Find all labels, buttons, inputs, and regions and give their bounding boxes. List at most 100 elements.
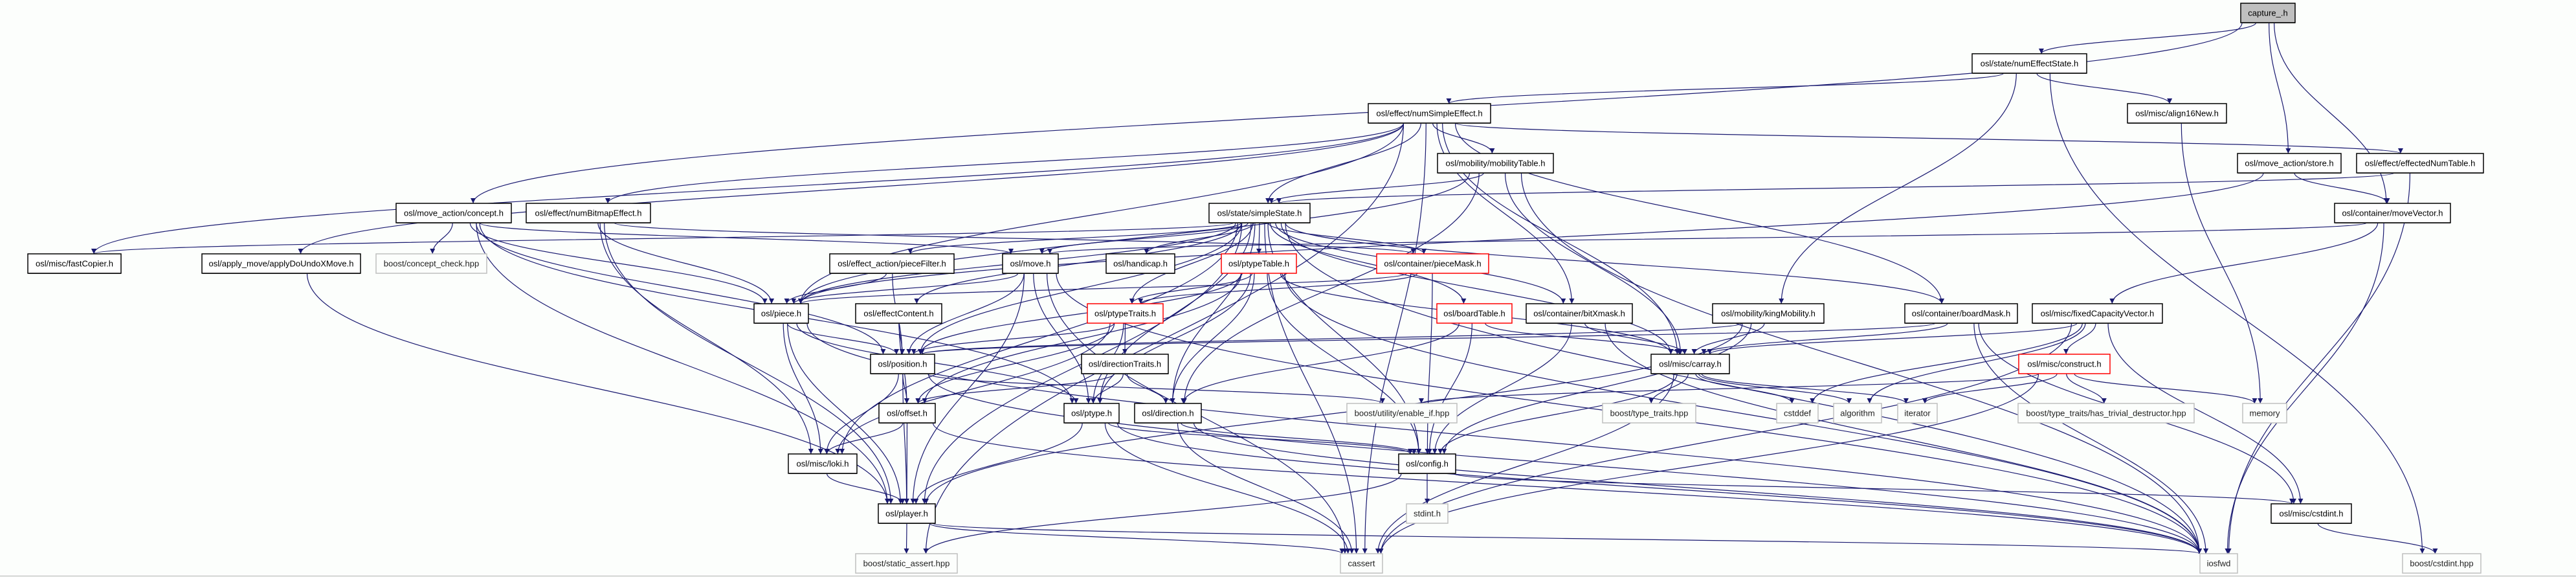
edge-boardTable-to-carray	[1485, 322, 1682, 355]
edge-fixedCapacityVector-to-cstddef	[1810, 322, 2083, 404]
edge-boardTable-to-config	[1427, 322, 1472, 455]
node-boardTable[interactable]: osl/boardTable.h	[1436, 303, 1513, 324]
node-piece[interactable]: osl/piece.h	[753, 303, 809, 324]
node-label: osl/misc/loki.h	[797, 459, 849, 469]
node-label: osl/ptypeTraits.h	[1094, 309, 1156, 319]
node-box	[1436, 303, 1513, 324]
node-label: osl/misc/fastCopier.h	[36, 259, 113, 269]
node-boardMask[interactable]: osl/container/boardMask.h	[1904, 303, 2018, 324]
edge-move-to-piece	[791, 273, 1019, 304]
node-ptypeTable[interactable]: osl/ptypeTable.h	[1221, 253, 1297, 274]
node-offset[interactable]: osl/offset.h	[878, 403, 936, 424]
node-align16New[interactable]: osl/misc/align16New.h	[2127, 103, 2227, 124]
edge-carray-to-algorithm	[1698, 373, 1852, 404]
edge-ptype-to-iosfwd	[1116, 422, 2202, 554]
node-construct[interactable]: osl/misc/construct.h	[2018, 354, 2111, 374]
node-effectContent[interactable]: osl/effectContent.h	[855, 303, 942, 324]
node-label: osl/move_action/store.h	[2245, 159, 2333, 168]
edge-piece-to-position	[786, 322, 900, 355]
node-box	[1971, 53, 2087, 74]
node-player[interactable]: osl/player.h	[878, 503, 936, 524]
node-loki[interactable]: osl/misc/loki.h	[788, 453, 858, 474]
node-box	[2127, 103, 2227, 124]
node-box	[1712, 303, 1825, 324]
node-numEffectState[interactable]: osl/state/numEffectState.h	[1971, 53, 2087, 74]
edge-position-to-loki	[824, 373, 899, 455]
node-ptype[interactable]: osl/ptype.h	[1063, 403, 1120, 424]
edge-ptypeTable-to-direction	[1170, 273, 1255, 404]
node-box	[855, 553, 958, 574]
node-box	[1346, 403, 1458, 424]
edge-mobilityTable-to-piece	[798, 172, 1471, 304]
edge-concept-to-position	[476, 222, 886, 355]
node-algorithm: algorithm	[1833, 403, 1882, 424]
node-box	[2271, 503, 2352, 524]
node-numSimpleEffect[interactable]: osl/effect/numSimpleEffect.h	[1368, 103, 1491, 124]
node-box	[2017, 403, 2195, 424]
edge-pieceMask-to-ptypeTraits	[1138, 273, 1418, 304]
node-label: cassert	[1348, 559, 1375, 569]
edge-loki-to-player	[826, 473, 905, 504]
node-label: osl/effect_action/pieceFilter.h	[838, 259, 946, 269]
node-pieceMask[interactable]: osl/container/pieceMask.h	[1376, 253, 1489, 274]
node-numBitmapEffect[interactable]: osl/effect/numBitmapEffect.h	[526, 203, 651, 223]
node-config[interactable]: osl/config.h	[1398, 453, 1456, 474]
node-bitXmask[interactable]: osl/container/bitXmask.h	[1526, 303, 1633, 324]
node-box	[1602, 403, 1696, 424]
node-ptypeTraits[interactable]: osl/ptypeTraits.h	[1087, 303, 1164, 324]
node-capture[interactable]: capture_.h	[2240, 3, 2296, 23]
edge-ptypeTable-to-offset	[922, 273, 1242, 404]
node-fastCopier[interactable]: osl/misc/fastCopier.h	[27, 253, 122, 274]
node-moveVector[interactable]: osl/container/moveVector.h	[2334, 203, 2451, 223]
edge-piece-to-player	[787, 322, 904, 504]
node-box	[27, 253, 122, 274]
node-box	[1002, 253, 1059, 274]
node-label: osl/container/moveVector.h	[2342, 209, 2443, 218]
node-kingMobility[interactable]: osl/mobility/kingMobility.h	[1712, 303, 1825, 324]
node-box	[753, 303, 809, 324]
node-directionTraits[interactable]: osl/directionTraits.h	[1081, 354, 1169, 374]
edge-construct-to-memory	[2074, 373, 2258, 404]
node-memory: memory	[2242, 403, 2287, 424]
edge-mobilityTable-to-carray	[1504, 172, 1683, 355]
edge-directionTraits-to-offset	[915, 373, 1115, 404]
edge-numBitmapEffect-to-pieceMask	[614, 222, 1416, 255]
edge-numBitmapEffect-to-player	[604, 222, 894, 504]
edge-numSimpleEffect-to-mobilityTable	[1432, 122, 1495, 154]
edge-boardMask-to-carray	[1701, 322, 1948, 355]
node-iosfwd: iosfwd	[2199, 553, 2238, 574]
node-fixedCapacityVector[interactable]: osl/misc/fixedCapacityVector.h	[2032, 303, 2163, 324]
node-box	[1897, 403, 1938, 424]
node-applyDoUndoXMove[interactable]: osl/apply_move/applyDoUndoXMove.h	[201, 253, 361, 274]
edge-ptype-to-cassert	[1104, 422, 1351, 554]
node-position[interactable]: osl/position.h	[870, 354, 935, 374]
edge-numBitmapEffect-to-piece	[597, 222, 775, 304]
node-label: osl/offset.h	[887, 409, 927, 418]
edge-directionTraits-to-direction	[1126, 373, 1169, 404]
node-mobilityTable[interactable]: osl/mobility/mobilityTable.h	[1437, 153, 1554, 174]
node-move[interactable]: osl/move.h	[1002, 253, 1059, 274]
node-handicap[interactable]: osl/handicap.h	[1105, 253, 1175, 274]
node-label: boost/cstdint.hpp	[2410, 559, 2473, 569]
edge-simpleState-to-boardTable	[1270, 222, 1467, 304]
node-simpleState[interactable]: osl/state/simpleState.h	[1208, 203, 1311, 223]
edge-config-to-cstdintH	[1452, 473, 2294, 504]
edge-bitXmask-to-iosfwd	[1604, 322, 2202, 554]
node-store[interactable]: osl/move_action/store.h	[2237, 153, 2342, 174]
node-label: osl/misc/cstdint.h	[2280, 509, 2344, 519]
node-carray[interactable]: osl/misc/carray.h	[1650, 354, 1730, 374]
node-concept[interactable]: osl/move_action/concept.h	[395, 203, 512, 223]
edge-boardMask-to-position	[920, 322, 1936, 355]
edge-direction-to-config	[1180, 422, 1417, 455]
node-box	[870, 354, 935, 374]
edge-numSimpleEffect-to-applyDoUndoXMove	[298, 122, 1405, 255]
edge-concept-to-player	[476, 222, 890, 504]
node-effectedNumTable[interactable]: osl/effect/effectedNumTable.h	[2356, 153, 2484, 174]
edge-mobilityTable-to-direction	[1181, 172, 1480, 404]
node-pieceFilter[interactable]: osl/effect_action/pieceFilter.h	[829, 253, 955, 274]
node-cstdintH[interactable]: osl/misc/cstdint.h	[2271, 503, 2352, 524]
node-box	[2242, 403, 2287, 424]
edge-numSimpleEffect-to-numBitmapEffect	[605, 122, 1405, 204]
edge-numBitmapEffect-to-loki	[599, 222, 814, 455]
node-direction[interactable]: osl/direction.h	[1134, 403, 1202, 424]
